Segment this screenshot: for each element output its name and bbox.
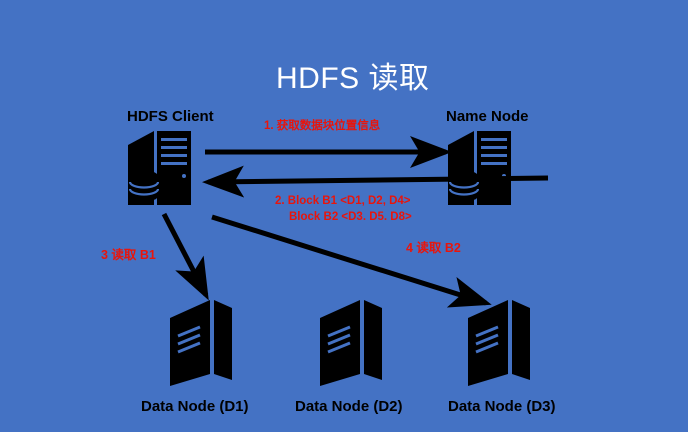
namenode-label: Name Node xyxy=(446,108,529,125)
datanode-2-icon-group xyxy=(318,298,384,388)
arrow-client-to-datanode1 xyxy=(161,212,209,301)
annotation-step-1: 1. 获取数据块位置信息 xyxy=(264,120,381,132)
client-icon-group xyxy=(126,129,193,207)
arrow-client-to-datanode3 xyxy=(211,214,492,308)
datanode-1-label: Data Node (D1) xyxy=(141,398,249,415)
datanode-2-label: Data Node (D2) xyxy=(295,398,403,415)
datanode-1-icon-group xyxy=(168,298,234,388)
annotation-step-4: 4 读取 B2 xyxy=(406,241,461,255)
datanode-3-label: Data Node (D3) xyxy=(448,398,556,415)
annotation-step-2: 2. Block B1 <D1, D2, D4> Block B2 <D3. D… xyxy=(275,194,412,225)
arrow-namenode-to-client xyxy=(202,165,549,198)
annotation-step-2-line-2: Block B2 <D3. D5. D8> xyxy=(289,210,412,223)
annotation-step-2-line-1: 2. Block B1 <D1, D2, D4> xyxy=(275,195,411,207)
datanode-3-icon-group xyxy=(466,298,532,388)
namenode-icon-group xyxy=(446,129,513,207)
page-title: HDFS 读取 xyxy=(276,62,430,95)
client-label: HDFS Client xyxy=(127,108,214,125)
annotation-step-3: 3 读取 B1 xyxy=(101,248,156,262)
